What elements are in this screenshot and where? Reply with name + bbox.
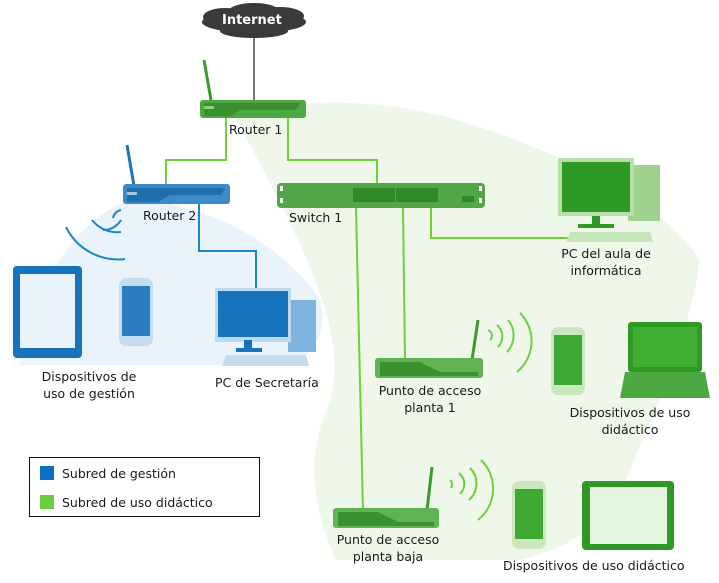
- ap-planta-baja-icon: [333, 466, 439, 528]
- phone-didactic-2-icon: [512, 481, 546, 549]
- didactic-devices-1-label-line2: didáctico: [601, 422, 659, 437]
- ap-planta-baja-label-line2: planta baja: [352, 549, 424, 564]
- legend-item-management: Subred de gestión: [40, 465, 176, 481]
- legend-label-management: Subred de gestión: [62, 465, 176, 481]
- switch1-pc-aula-link: [430, 208, 570, 239]
- router1-router2-link: [165, 118, 227, 190]
- internet-cloud-icon: [202, 3, 306, 38]
- switch1-ap-planta1-link: [402, 207, 406, 361]
- ap-planta1-label-line1: Punto de acceso: [378, 383, 482, 398]
- switch1-ap-planta-baja-link: [355, 207, 364, 513]
- phone-management-icon: [119, 278, 153, 346]
- pc-secretaria-icon: [215, 288, 316, 366]
- legend: Subred de gestión Subred de uso didáctic…: [29, 457, 260, 517]
- ap-planta1-icon: [375, 319, 483, 378]
- pc-aula-label: PC del aula de informática: [552, 245, 660, 279]
- ap-planta-baja-label: Punto de acceso planta baja: [330, 531, 446, 565]
- ap-planta-baja-wifi-icon: [449, 459, 495, 521]
- pc-aula-icon: [558, 158, 660, 242]
- legend-swatch-management: [40, 466, 54, 480]
- ap-planta1-label-line2: planta 1: [404, 400, 456, 415]
- router2-wifi-icon: [65, 209, 126, 261]
- ap-planta1-wifi-icon: [487, 312, 533, 373]
- didactic-devices-2-label: Dispositivos de uso didáctico: [503, 558, 685, 573]
- phone-didactic-icon: [551, 327, 585, 395]
- tablet-management-icon: [13, 266, 82, 358]
- router2-label: Router 2: [143, 208, 197, 223]
- management-devices-label-line2: uso de gestión: [43, 386, 135, 401]
- router2-pc-secretaria-link: [198, 200, 257, 292]
- switch1-label: Switch 1: [289, 210, 343, 225]
- router1-label: Router 1: [229, 122, 283, 137]
- didactic-subnet-region: [236, 102, 700, 561]
- laptop-didactic-icon: [620, 322, 710, 398]
- ap-planta-baja-label-line1: Punto de acceso: [336, 532, 440, 547]
- legend-item-didactic: Subred de uso didáctico: [40, 494, 213, 510]
- didactic-devices-1-label-line1: Dispositivos de uso: [569, 405, 691, 420]
- router1-icon: [200, 59, 306, 118]
- legend-swatch-didactic: [40, 495, 54, 509]
- internet-label: Internet: [222, 13, 282, 28]
- management-devices-label: Dispositivos de uso de gestión: [33, 368, 145, 402]
- didactic-devices-1-label: Dispositivos de uso didáctico: [560, 404, 700, 438]
- switch1-icon: [277, 183, 485, 208]
- pc-secretaria-label: PC de Secretaría: [215, 375, 319, 390]
- pc-aula-label-line1: PC del aula de: [561, 246, 651, 261]
- management-devices-label-line1: Dispositivos de: [41, 369, 137, 384]
- router2-icon: [123, 144, 230, 204]
- tablet-didactic-icon: [582, 481, 674, 550]
- pc-aula-label-line2: informática: [570, 263, 642, 278]
- ap-planta1-label: Punto de acceso planta 1: [372, 382, 488, 416]
- router1-switch1-link: [287, 118, 378, 183]
- legend-label-didactic: Subred de uso didáctico: [62, 494, 213, 510]
